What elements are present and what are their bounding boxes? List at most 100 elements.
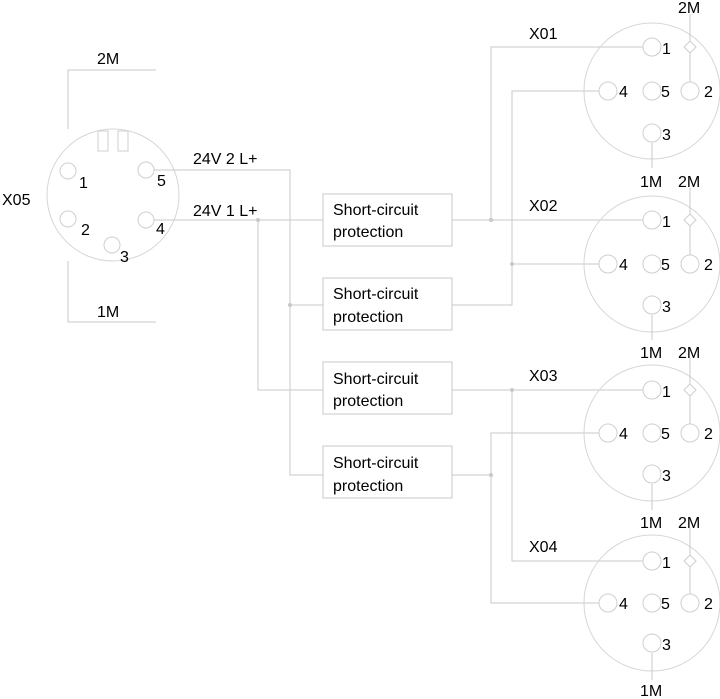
x05-pin-4-label: 4 xyxy=(156,221,165,238)
x04-pin-3 xyxy=(642,633,662,653)
junction-box2 xyxy=(510,262,514,266)
protection-box-4: Short-circuit protection xyxy=(322,445,453,499)
protection-box-3-line1: Short-circuit xyxy=(333,371,419,388)
x01-pin-5 xyxy=(642,81,662,101)
junction-box1 xyxy=(489,218,493,222)
x05-key-left xyxy=(97,130,109,152)
x03-pin-1-label: 1 xyxy=(662,384,671,401)
protection-box-2-line2: protection xyxy=(333,309,403,326)
x02-pin-1-label: 1 xyxy=(662,214,671,231)
supply-24v-1-label: 24V 1 L+ xyxy=(193,203,258,220)
x01-1m-label: 1M xyxy=(640,174,662,191)
x04-pin-2 xyxy=(680,593,700,613)
x02-pin-2 xyxy=(680,254,700,274)
protection-box-2: Short-circuit protection xyxy=(322,277,453,331)
x04-pin-3-label: 3 xyxy=(662,637,671,654)
junction-24v-1 xyxy=(256,218,260,222)
x05-pin-5-label: 5 xyxy=(157,173,166,190)
x02-pin-5-label: 5 xyxy=(661,257,670,274)
connector-x01: 1 4 5 2 3 X01 2M 1M xyxy=(529,0,720,191)
x04-pin-2-label: 2 xyxy=(704,596,713,613)
x02-pin-1 xyxy=(642,210,662,230)
wire-24v-1-tap xyxy=(257,220,323,391)
output-wiring xyxy=(452,46,652,604)
x03-pin-5 xyxy=(642,423,662,443)
x05-pin-2-label: 2 xyxy=(81,222,90,239)
protection-box-1-line2: protection xyxy=(333,224,403,241)
x05-pin-3 xyxy=(103,236,121,254)
x02-pin-5 xyxy=(642,254,662,274)
x02-key xyxy=(683,213,697,227)
connector-x03: 1 4 5 2 3 X03 2M 1M xyxy=(529,345,720,532)
supply-lines: 24V 2 L+ 24V 1 L+ xyxy=(154,151,323,476)
x04-pin-5-label: 5 xyxy=(661,596,670,613)
x03-2m-label: 2M xyxy=(678,345,700,362)
x01-pin-3 xyxy=(642,123,662,143)
x04-pin-1-label: 1 xyxy=(662,555,671,572)
x01-pin-3-label: 3 xyxy=(662,127,671,144)
wire-x04-pin1 xyxy=(511,390,652,562)
connector-x05: 1 5 2 4 3 X05 2M 1M xyxy=(2,51,180,323)
x03-key xyxy=(683,383,697,397)
x03-pin-3 xyxy=(642,464,662,484)
x04-1m-label: 1M xyxy=(640,683,662,699)
x01-pin-2-label: 2 xyxy=(704,84,713,101)
junction-box4 xyxy=(489,473,493,477)
x05-1m-wire xyxy=(67,261,156,323)
x05-name-label: X05 xyxy=(2,192,31,209)
supply-24v-2-label: 24V 2 L+ xyxy=(193,151,258,168)
x03-pin-1 xyxy=(642,380,662,400)
x01-pin-4-label: 4 xyxy=(619,84,628,101)
wire-24v-2 xyxy=(154,169,323,476)
x05-2m-label: 2M xyxy=(97,51,119,68)
x04-pin-5 xyxy=(642,593,662,613)
connector-x02: 1 4 5 2 3 X02 2M 1M xyxy=(529,174,720,362)
protection-box-2-line1: Short-circuit xyxy=(333,286,419,303)
x03-pin-5-label: 5 xyxy=(661,426,670,443)
x01-2m-label: 2M xyxy=(678,0,700,17)
wire-x03-pin4 xyxy=(490,432,604,475)
connector-x04: 1 4 5 2 3 X04 2M 1M xyxy=(529,515,720,699)
x04-pin-4 xyxy=(598,593,618,613)
x03-pin-2 xyxy=(680,423,700,443)
protection-box-3-line2: protection xyxy=(333,393,403,410)
x03-1m-label: 1M xyxy=(640,515,662,532)
x05-pin-4 xyxy=(137,211,155,229)
x02-1m-label: 1M xyxy=(640,345,662,362)
protection-box-1-line1: Short-circuit xyxy=(333,202,419,219)
x01-pin-5-label: 5 xyxy=(661,84,670,101)
x02-pin-4-label: 4 xyxy=(619,257,628,274)
x04-2m-label: 2M xyxy=(678,515,700,532)
x03-pin-2-label: 2 xyxy=(704,426,713,443)
x05-key-right xyxy=(117,130,129,152)
x05-1m-label: 1M xyxy=(97,304,119,321)
protection-box-3: Short-circuit protection xyxy=(322,361,453,415)
x05-2m-wire xyxy=(67,69,156,129)
protection-box-4-line1: Short-circuit xyxy=(333,455,419,472)
protection-box-4-line2: protection xyxy=(333,478,403,495)
x05-pin-1 xyxy=(59,162,77,180)
x05-pin-3-label: 3 xyxy=(120,249,129,266)
x02-2m-label: 2M xyxy=(678,174,700,191)
x03-pin-4 xyxy=(598,423,618,443)
x02-pin-4 xyxy=(598,254,618,274)
x04-name-label: X04 xyxy=(529,539,558,556)
x01-pin-1 xyxy=(642,37,662,57)
x02-pin-2-label: 2 xyxy=(704,257,713,274)
protection-box-1: Short-circuit protection xyxy=(322,193,453,247)
x01-name-label: X01 xyxy=(529,26,558,43)
x03-pin-3-label: 3 xyxy=(662,468,671,485)
wire-x01-pin4 xyxy=(452,90,604,306)
x01-key xyxy=(683,40,697,54)
junction-24v-2 xyxy=(288,303,292,307)
x05-pin-2 xyxy=(59,210,77,228)
x04-pin-1 xyxy=(642,551,662,571)
x05-body xyxy=(46,128,180,262)
x01-pin-4 xyxy=(598,81,618,101)
x02-pin-3-label: 3 xyxy=(662,299,671,316)
x02-pin-3 xyxy=(642,295,662,315)
x02-name-label: X02 xyxy=(529,198,558,215)
x03-pin-4-label: 4 xyxy=(619,426,628,443)
x01-pin-1-label: 1 xyxy=(662,41,671,58)
